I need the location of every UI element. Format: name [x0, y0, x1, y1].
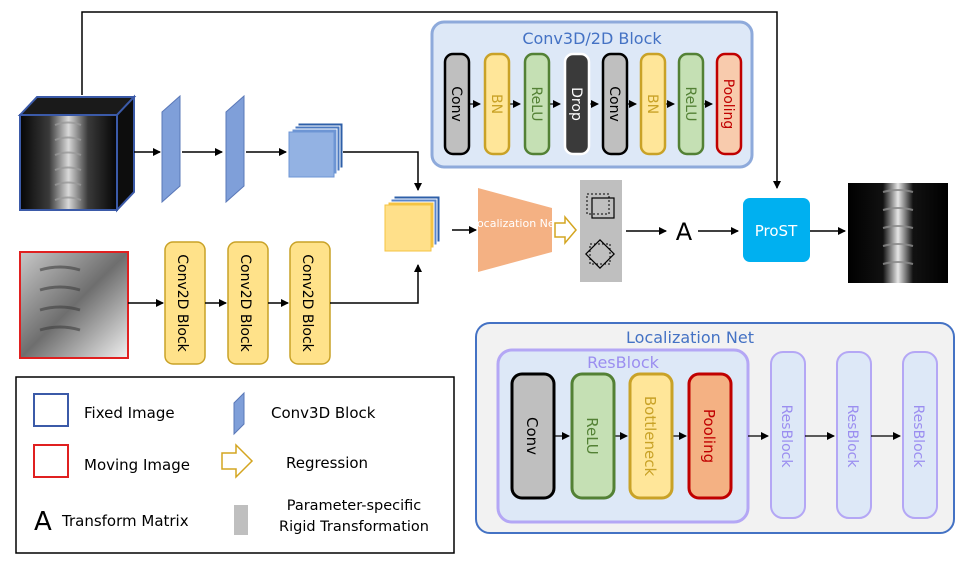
fused-feature-stack	[384, 195, 441, 252]
conv-block-layer-bn-1: BN	[483, 52, 511, 156]
conv-block-layer-pooling: Pooling	[715, 52, 743, 156]
legend-conv3d: Conv3D Block	[233, 391, 376, 436]
conv2d-block-3: Conv2D Block	[289, 241, 331, 365]
prost-node: ProST	[743, 198, 810, 262]
conv2d-block-1: Conv2D Block	[164, 241, 206, 365]
localization-net-node: Localization Net	[471, 188, 560, 272]
localization-net-title: Localization Net	[626, 328, 754, 347]
legend-transform-matrix: A Transform Matrix	[34, 507, 189, 537]
legend-matrix-symbol: A	[34, 507, 52, 537]
legend-rigid-transformation: Parameter-specific Rigid Transformation	[234, 498, 429, 535]
conv2d-block-2: Conv2D Block	[227, 241, 269, 365]
legend-moving-image: Moving Image	[33, 444, 190, 478]
legend-regression-icon	[221, 443, 254, 479]
localization-net-node-label: Localization Net	[471, 217, 560, 230]
legend-fixed-swatch	[33, 393, 69, 427]
conv-block-layer-bn-2: BN	[639, 52, 667, 156]
resblock-layer-bottleneck: Bottleneck	[628, 372, 674, 500]
conv-block-layer-label: Conv	[606, 86, 622, 122]
legend-rigid-swatch	[234, 505, 248, 535]
legend-moving-label: Moving Image	[84, 456, 190, 474]
conv-block-layer-label: ReLU	[682, 86, 698, 121]
conv3d-feature-stack	[288, 122, 344, 178]
resblock-detail: ResBlock Conv ReLU Bottleneck Pooling	[496, 348, 750, 524]
resblock-layer-pooling: Pooling	[687, 372, 733, 500]
legend-regression-label: Regression	[286, 454, 368, 472]
resblock-layer-conv: Conv	[510, 372, 556, 500]
rigid-transformation-panel	[580, 180, 622, 282]
conv-block-layer-conv-1: Conv	[443, 52, 471, 156]
conv-block-layer-label: ReLU	[528, 86, 544, 121]
localization-net-detail: Localization Net ResBlock Conv ReLU Bott…	[475, 322, 955, 534]
legend-rigid-label-line2: Rigid Transformation	[279, 519, 429, 535]
conv-block-layer-relu-1: ReLU	[523, 52, 551, 156]
fixed-image-volume	[17, 94, 137, 213]
regression-arrow-icon	[554, 214, 577, 246]
fixed-to-prost-connector	[81, 11, 781, 189]
resblock-stack-label: ResBlock	[910, 405, 926, 469]
resblock-layer-label: Bottleneck	[641, 396, 659, 477]
resblock-stack-label: ResBlock	[844, 405, 860, 469]
conv-block-title: Conv3D/2D Block	[522, 29, 662, 48]
legend-conv3d-swatch	[233, 391, 245, 436]
resblock-stack-label: ResBlock	[778, 405, 794, 469]
conv-block-layer-label: Drop	[568, 87, 584, 121]
resblock-stack-2: ResBlock	[836, 351, 872, 519]
resblock-layer-label: Conv	[523, 417, 541, 455]
resblock-layer-relu: ReLU	[570, 372, 616, 500]
legend-fixed-image: Fixed Image	[33, 393, 175, 427]
legend-fixed-label: Fixed Image	[84, 404, 175, 422]
legend-matrix-label: Transform Matrix	[61, 512, 189, 530]
conv-block-layer-label: BN	[488, 94, 504, 114]
conv-block-layer-conv-2: Conv	[601, 52, 629, 156]
resblock-layer-label: Pooling	[700, 409, 718, 463]
conv-block-layer-label: Pooling	[720, 79, 736, 130]
legend-conv3d-label: Conv3D Block	[271, 404, 376, 422]
conv-block-layer-label: Conv	[448, 86, 464, 122]
conv-block-layer-label: BN	[644, 94, 660, 114]
output-projection-image	[848, 183, 948, 283]
resblock-stack-3: ResBlock	[902, 351, 938, 519]
legend: Fixed Image Conv3D Block Moving Image Re…	[15, 376, 455, 554]
conv-block-detail: Conv3D/2D Block Conv BN ReLU Drop Conv	[430, 20, 754, 169]
resblock-detail-title: ResBlock	[587, 353, 660, 372]
conv2d-block-1-label: Conv2D Block	[174, 254, 190, 352]
legend-moving-swatch	[33, 444, 69, 478]
conv3d-block-2	[225, 94, 245, 204]
legend-rigid-label-line1: Parameter-specific	[287, 498, 422, 514]
conv2d-block-2-label: Conv2D Block	[237, 254, 253, 352]
conv-block-layer-drop: Drop	[563, 52, 591, 156]
transform-matrix-symbol: A	[676, 218, 693, 246]
conv3d-block-1	[161, 94, 181, 204]
resblock-stack-1: ResBlock	[770, 351, 806, 519]
conv-block-layer-relu-2: ReLU	[677, 52, 705, 156]
prost-label: ProST	[755, 222, 798, 240]
resblock-layer-label: ReLU	[583, 417, 601, 455]
moving-image	[19, 251, 129, 359]
conv2d-block-3-label: Conv2D Block	[299, 254, 315, 352]
legend-regression: Regression	[221, 443, 368, 479]
